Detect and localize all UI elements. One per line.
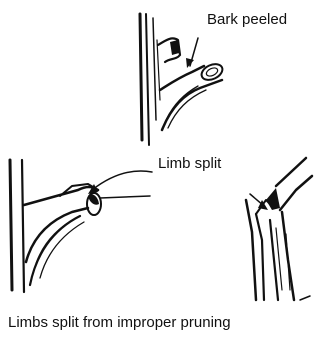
bark-peeled-illustration xyxy=(140,14,225,145)
figure-caption: Limbs split from improper pruning xyxy=(8,314,231,332)
limb-split-right-illustration xyxy=(246,158,312,300)
limb-split-left-illustration xyxy=(10,160,152,292)
bark-peeled-label: Bark peeled xyxy=(207,11,287,29)
limb-split-label: Limb split xyxy=(158,155,221,173)
